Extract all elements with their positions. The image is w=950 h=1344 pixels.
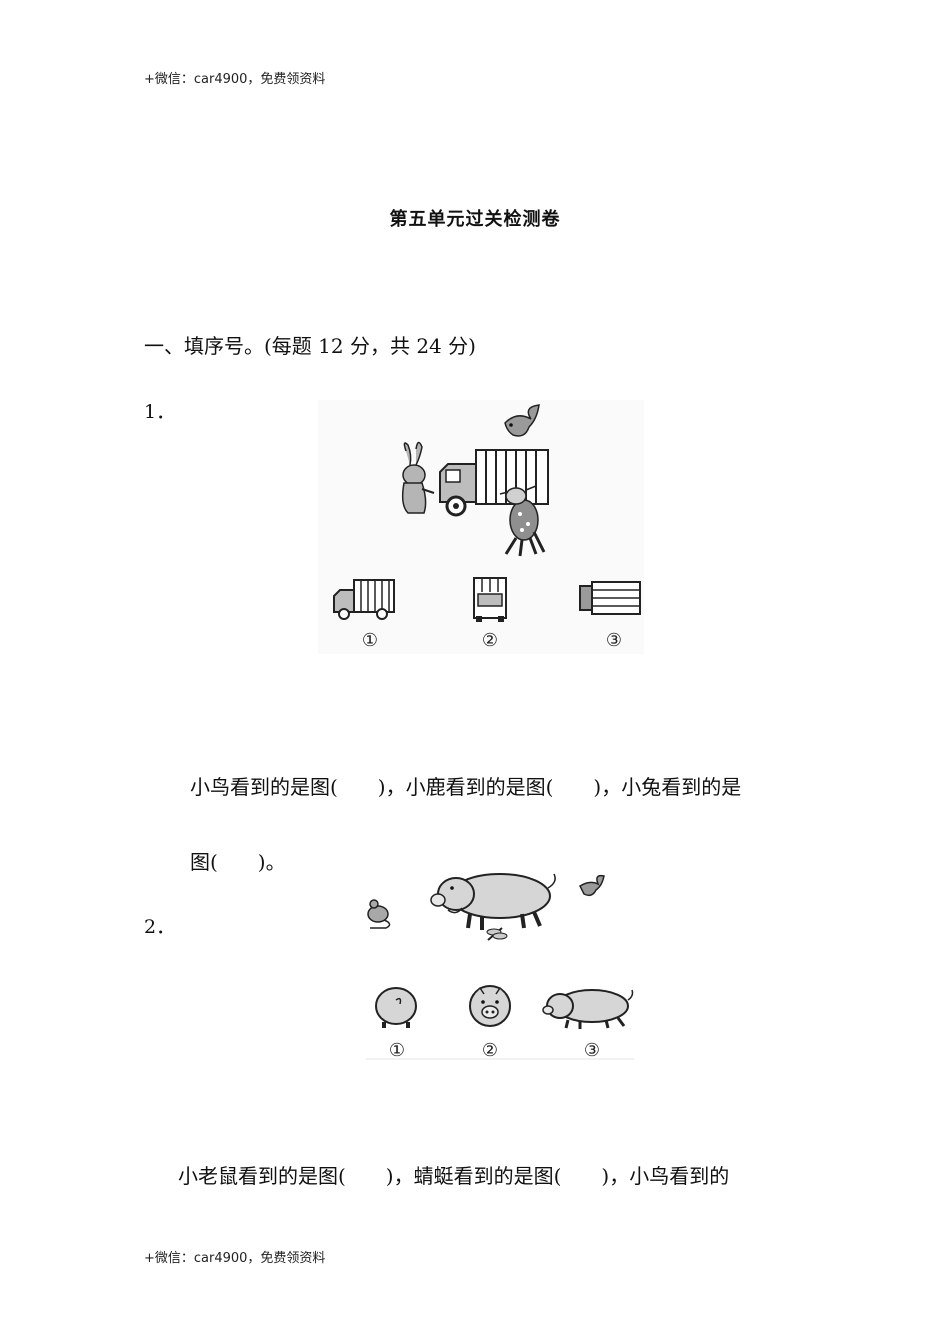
option-1-label: ① (362, 630, 378, 651)
mouse-illustration (367, 899, 391, 929)
page-title: 第五单元过关检测卷 (389, 209, 561, 230)
question-1-figure: ① ② ③ (318, 400, 644, 654)
option-1-label: ① (389, 1040, 405, 1061)
pig-illustration (430, 873, 556, 930)
option-3-label: ③ (584, 1040, 600, 1061)
truck-illustration (439, 449, 549, 517)
question-1-line-1: 小鸟看到的是图( )，小鹿看到的是图( )，小兔看到的是 (190, 775, 742, 799)
option-1-pig-back (375, 987, 417, 1028)
question-2-line-1: 小老鼠看到的是图( )，蜻蜓看到的是图( )，小鸟看到的 (178, 1164, 730, 1188)
deer-illustration (499, 485, 546, 557)
option-3-pig-side (542, 989, 634, 1029)
question-1-line-2: 图( )。 (190, 850, 286, 874)
option-2-label: ② (482, 1040, 498, 1061)
question-1-number: 1． (144, 401, 176, 423)
rabbit-illustration (401, 441, 435, 514)
option-2-label: ② (482, 630, 498, 651)
question-2-number: 2． (144, 916, 176, 938)
option-2-truck-front (473, 577, 507, 622)
question-2-figure: ① ② ③ (366, 873, 634, 1061)
section-heading: 一、填序号。(每题 12 分，共 24 分) (144, 334, 476, 358)
bird-illustration (579, 874, 605, 897)
option-2-pig-front (469, 985, 511, 1027)
dragonfly-illustration (486, 927, 508, 941)
option-1-truck-side (333, 579, 395, 620)
footer-note: +微信：car4900，免费领资料 (144, 1251, 326, 1266)
bird-illustration (504, 404, 540, 437)
header-note: +微信：car4900，免费领资料 (144, 72, 326, 87)
option-3-label: ③ (606, 630, 622, 651)
option-3-truck-top (579, 581, 641, 615)
